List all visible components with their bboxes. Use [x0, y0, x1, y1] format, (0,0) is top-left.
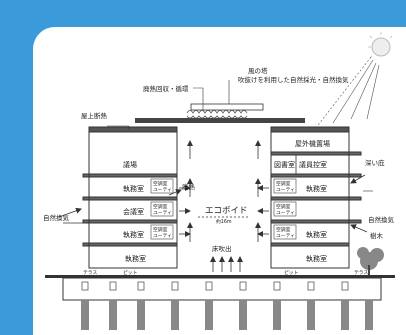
svg-text:空調室: 空調室 [153, 226, 168, 233]
svg-text:空調室: 空調室 [153, 180, 168, 187]
eco-void-airflow [179, 140, 269, 242]
room-label-meeting: 会議室 [123, 207, 144, 216]
room-label-office-l3: 執務室 [123, 184, 144, 193]
room-label-office-l2: 執務室 [123, 230, 144, 239]
label-natural-ventilation-right: 自然換気 [368, 215, 395, 224]
building-section-diagram: 風の塔 吹抜けを利用した自然採光・自然換気 廃熱回収・循環 屋上断熱 廃熱 エコ… [43, 32, 395, 330]
label-terrace-right: テラス [354, 270, 368, 276]
svg-text:ユーティ: ユーティ [153, 187, 172, 193]
room-assembly-hall [88, 131, 178, 175]
label-pit-left: ピット [123, 270, 138, 276]
room-label-library: 図書室 [274, 160, 295, 169]
right-wing [270, 126, 362, 269]
right-ac-units [273, 178, 297, 240]
left-ac-units [150, 178, 174, 240]
svg-text:空調室: 空調室 [153, 203, 168, 210]
diagram-panel: 風の塔 吹抜けを利用した自然採光・自然換気 廃熱回収・循環 屋上断熱 廃熱 エコ… [33, 27, 406, 335]
left-roof-insulation [88, 126, 178, 133]
svg-text:ユーティ: ユーティ [153, 210, 172, 216]
roof-slab [135, 118, 305, 123]
ventilation-arrows [58, 174, 368, 233]
label-tall-trees: 樹木 [370, 231, 384, 240]
room-label-office-l1: 執務室 [125, 254, 146, 263]
room-label-outdoor-plaza: 屋外機置場 [295, 139, 330, 148]
svg-text:空調室: 空調室 [276, 226, 291, 233]
room-label-assembly-hall: 議場 [123, 160, 137, 169]
sunlight-rays [314, 56, 380, 130]
label-floor-outlet: 床吹出 [212, 244, 232, 253]
leader-lines [107, 80, 373, 192]
label-heat-recovery: 廃熱回収・循環 [143, 84, 189, 93]
left-wing [82, 126, 178, 269]
svg-text:ユーティ: ユーティ [276, 210, 295, 216]
wind-tower [190, 103, 264, 111]
sun-icon [368, 32, 393, 59]
room-label-office-r1: 執務室 [306, 254, 327, 263]
room-office-l1 [88, 245, 178, 269]
label-natural-ventilation-left: 自然換気 [43, 213, 70, 222]
label-wind-tower: 風の塔 [248, 66, 268, 75]
label-roof-insulation: 屋上断熱 [81, 111, 108, 120]
label-exhaust: 廃熱 [182, 182, 196, 191]
floor-outlet-arrows [210, 256, 243, 272]
room-label-members-lounge: 議員控室 [299, 160, 327, 169]
tree-icon [357, 247, 384, 275]
svg-text:ユーティ: ユーティ [276, 233, 295, 239]
room-office-r1 [270, 245, 350, 269]
label-pit-right: ピット [284, 270, 299, 276]
label-eco-void-dim: 約16m [216, 218, 232, 225]
label-eco-void: エコボイド [205, 206, 248, 216]
svg-text:空調室: 空調室 [276, 180, 291, 187]
svg-text:空調室: 空調室 [276, 203, 291, 210]
label-terrace-left: テラス [83, 270, 97, 276]
room-label-office-r2: 執務室 [306, 230, 327, 239]
svg-text:ユーティ: ユーティ [276, 187, 295, 193]
ground-foundation [45, 275, 395, 330]
svg-text:ユーティ: ユーティ [153, 233, 172, 239]
heat-recovery-duct [186, 110, 248, 114]
label-wind-tower-desc: 吹抜けを利用した自然採光・自然換気 [238, 75, 349, 84]
room-label-office-r3: 執務室 [306, 184, 327, 193]
label-deep-eaves: 深い庇 [365, 158, 385, 167]
